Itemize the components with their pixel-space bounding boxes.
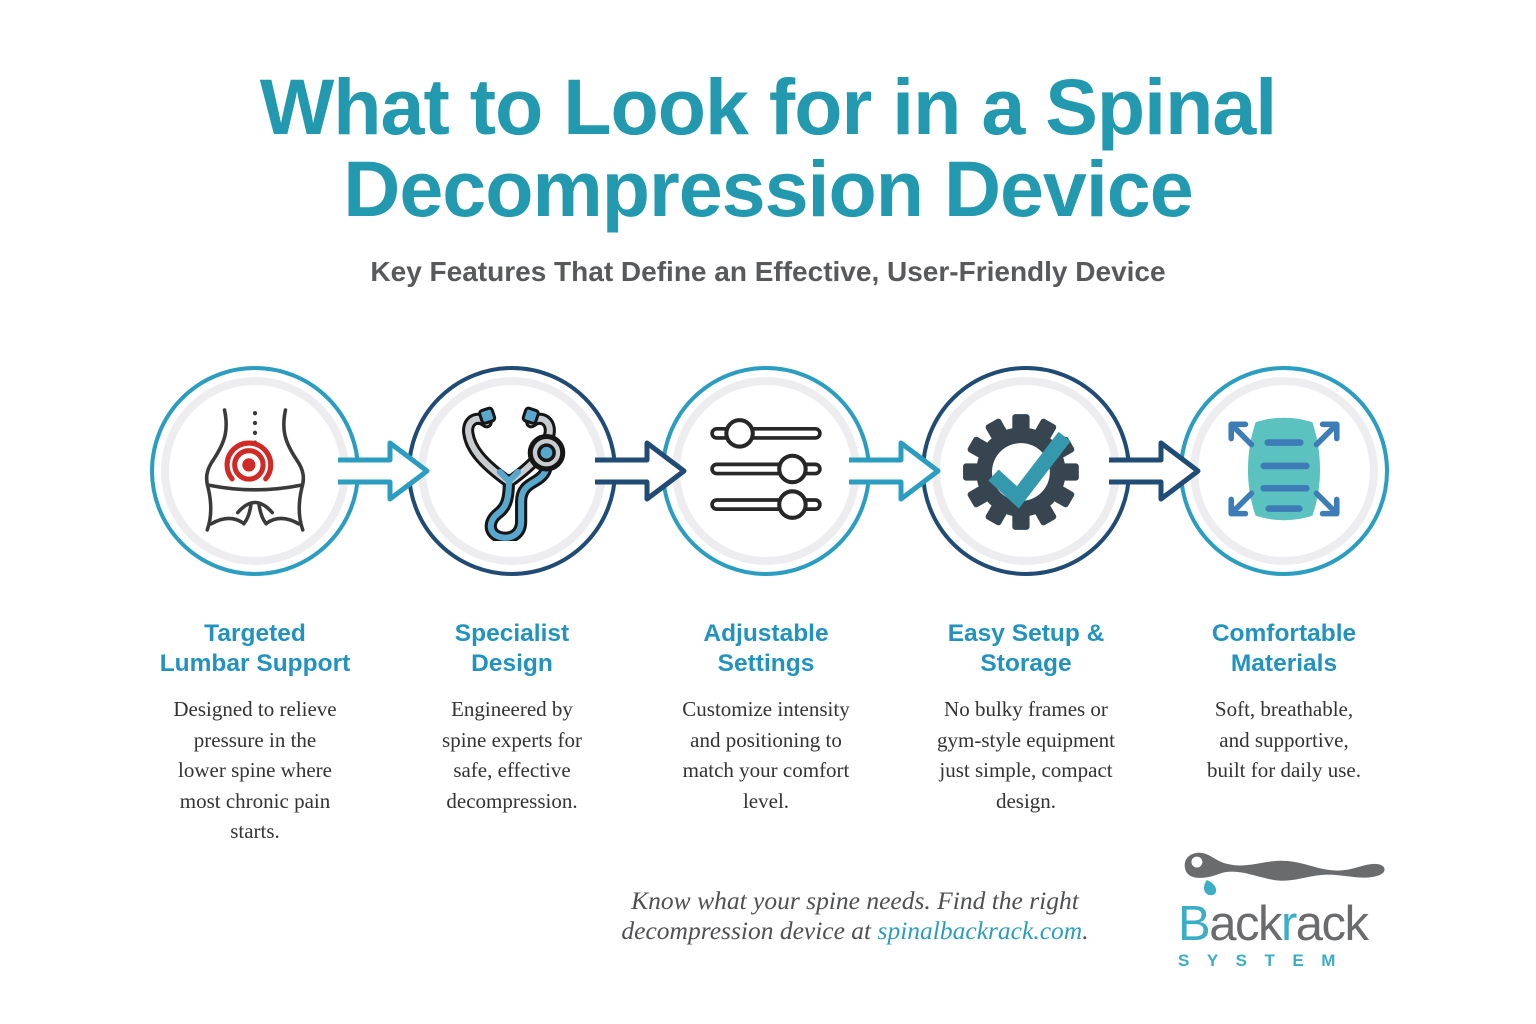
flow-arrow-4	[1109, 440, 1201, 502]
page-title-line1: What to Look for in a Spinal	[259, 62, 1278, 151]
feature-title-lumbar-support: Targeted Lumbar Support	[159, 620, 351, 677]
feature-circle-specialist-design	[407, 366, 617, 576]
expand-cushion-icon	[1215, 410, 1353, 532]
feature-circle-adjustable-settings	[661, 366, 871, 576]
feature-circle-lumbar-support	[150, 366, 360, 576]
feature-desc-adjustable-settings: Customize intensity and positioning to m…	[682, 697, 850, 813]
feature-desc-easy-setup: No bulky frames or gym-style equipment j…	[937, 697, 1115, 813]
feature-desc-comfortable-materials: Soft, breathable, and supportive, built …	[1207, 697, 1361, 782]
feature-title-easy-setup: Easy Setup & Storage	[947, 620, 1105, 677]
page-title-line2: Decompression Device	[343, 144, 1193, 233]
spine-logo-graphic	[1184, 852, 1385, 896]
feature-title-specialist-design: Specialist Design	[454, 620, 570, 677]
page-subtitle: Key Features That Define an Effective, U…	[370, 256, 1166, 287]
sliders-icon	[706, 418, 826, 524]
website-link[interactable]: spinalbackrack.com	[877, 916, 1083, 945]
flow-arrow-2	[595, 440, 687, 502]
feature-circle-comfortable-materials	[1179, 366, 1389, 576]
feature-circle-easy-setup	[921, 366, 1131, 576]
feature-title-adjustable-settings: Adjustable Settings	[703, 620, 829, 677]
lumbar-target-icon	[199, 407, 311, 535]
flow-arrow-1	[338, 440, 430, 502]
footer-tagline: Know what your spine needs. Find the rig…	[530, 886, 1180, 946]
logo-system-label: SYSTEM	[1178, 951, 1353, 970]
feature-desc-lumbar-support: Designed to relieve pressure in the lowe…	[173, 697, 337, 843]
feature-title-comfortable-materials: Comfortable Materials	[1211, 620, 1357, 677]
stethoscope-icon	[452, 401, 572, 541]
logo-wordmark: Backrack	[1178, 897, 1369, 951]
page-title: What to Look for in a Spinal Decompressi…	[0, 66, 1536, 230]
tagline-line2: decompression device at spinalbackrack.c…	[621, 916, 1089, 945]
flow-arrow-3	[849, 440, 941, 502]
feature-desc-specialist-design: Engineered by spine experts for safe, ef…	[442, 697, 582, 813]
tagline-line1: Know what your spine needs. Find the rig…	[631, 886, 1079, 915]
backrack-logo: Backrack SYSTEM	[1178, 848, 1400, 971]
gear-check-icon	[960, 407, 1092, 535]
